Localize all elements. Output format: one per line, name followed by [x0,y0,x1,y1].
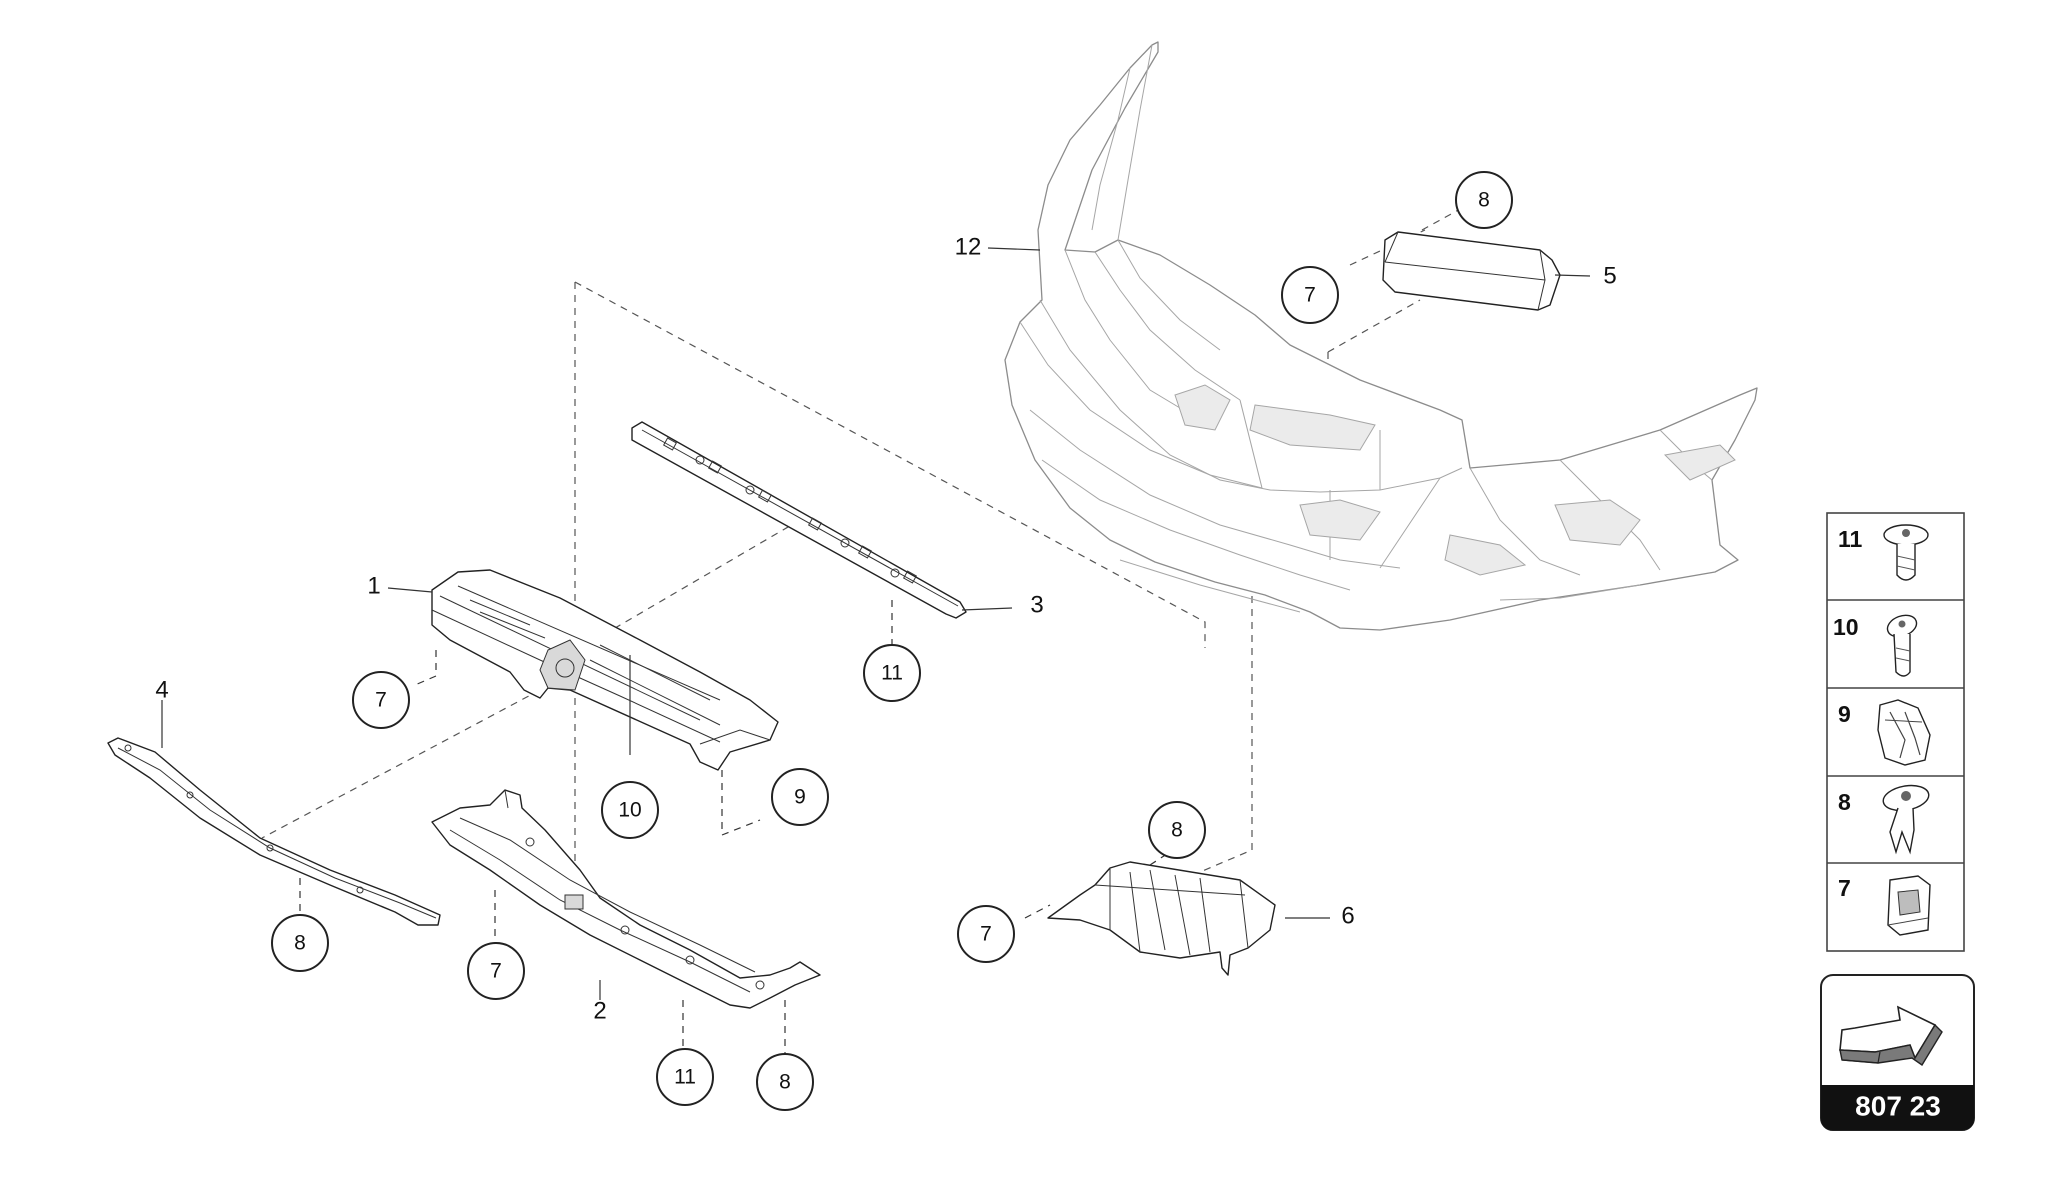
svg-text:11: 11 [1838,526,1863,552]
svg-text:8: 8 [1478,189,1490,212]
callout-8-right: 8 [1148,801,1206,859]
callouts: 8 7 7 11 10 9 8 7 [271,171,1513,1111]
expansion-rivet-icon [1882,784,1930,855]
callout-8-left: 8 [271,914,329,972]
part-5-cover [1382,231,1561,311]
part-label-3: 3 [1030,592,1043,619]
callout-7-right: 7 [957,905,1015,963]
callout-11-lower: 11 [656,1048,714,1106]
svg-text:7: 7 [980,923,992,946]
callout-11-upper: 11 [863,644,921,702]
reference-box: 807 23 [1820,974,1975,1131]
svg-text:7: 7 [1838,875,1851,901]
part-2-undertray [431,789,821,1009]
callout-8-top: 8 [1455,171,1513,229]
legend-item-7: 7 [1838,875,1931,936]
legend-item-9: 9 [1838,699,1931,766]
leader-lines [161,247,1591,1055]
svg-text:8: 8 [779,1071,791,1094]
part-4-strut [107,737,441,926]
legend-item-10: 10 [1833,614,1918,677]
svg-text:10: 10 [1833,614,1859,640]
svg-text:10: 10 [618,799,641,822]
callout-10: 10 [601,781,659,839]
part-label-2: 2 [593,998,606,1025]
svg-text:8: 8 [294,932,306,955]
front-bumper [1004,41,1758,631]
callout-7-left: 7 [352,671,410,729]
callout-7-middle: 7 [467,942,525,1000]
legend-item-8: 8 [1838,784,1930,855]
part-labels: 1 2 3 4 5 6 12 [155,234,1616,1025]
svg-text:9: 9 [1838,701,1851,727]
reference-code: 807 23 [1855,1091,1941,1122]
svg-text:9: 9 [794,786,806,809]
part-label-1: 1 [367,573,380,600]
part-label-5: 5 [1603,263,1616,290]
bolt-icon [1886,614,1918,677]
spring-clip-icon [1877,699,1931,766]
clip-nut-icon [1887,875,1931,936]
part-3-bracket [631,421,967,619]
part-6-duct [1047,861,1276,976]
svg-text:11: 11 [881,662,903,685]
part-label-6: 6 [1341,903,1354,930]
part-1-frame [431,569,779,771]
svg-text:11: 11 [674,1066,696,1089]
callout-8-bottom: 8 [756,1053,814,1111]
part-label-12: 12 [955,234,982,261]
callout-7-top: 7 [1281,266,1339,324]
svg-text:7: 7 [1304,284,1316,307]
callout-9: 9 [771,768,829,826]
svg-text:7: 7 [490,960,502,983]
direction-arrow-icon [1839,1005,1943,1067]
fastener-legend: 11 10 9 [1826,512,1965,952]
part-label-4: 4 [155,677,168,704]
screw-icon [1883,524,1929,581]
svg-text:7: 7 [375,689,387,712]
svg-text:8: 8 [1171,819,1183,842]
legend-item-11: 11 [1838,524,1929,581]
svg-text:8: 8 [1838,789,1851,815]
